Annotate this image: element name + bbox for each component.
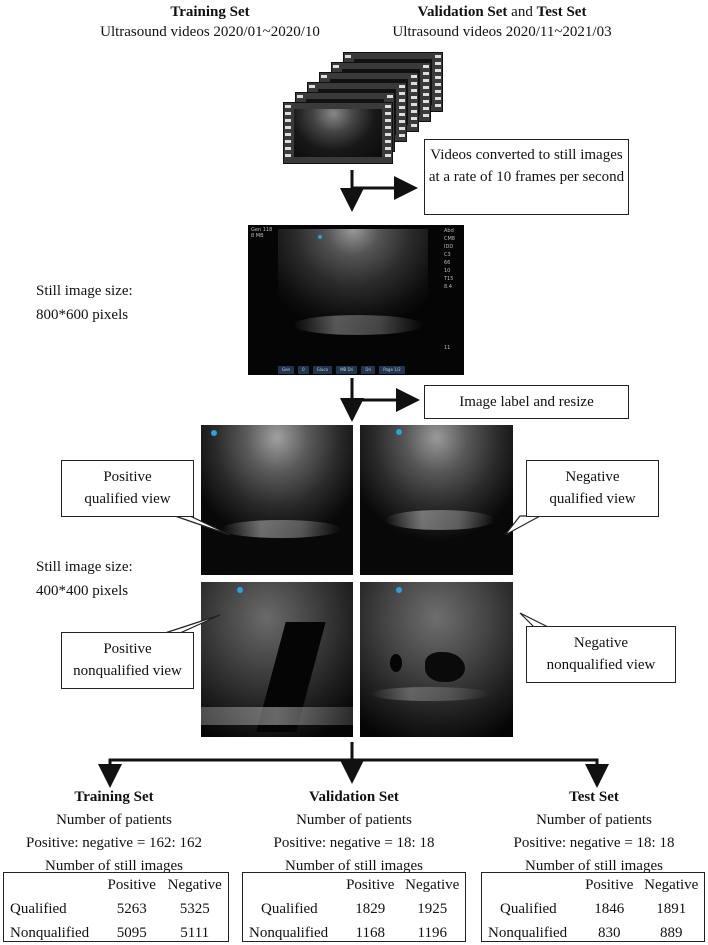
col-header-negative: Negative <box>405 876 460 893</box>
col-header-negative: Negative <box>167 876 222 893</box>
patient-ratio: Positive: negative = 18: 18 <box>513 835 675 851</box>
col-header-positive: Positive <box>585 876 634 893</box>
col-header-positive: Positive <box>107 876 156 893</box>
images-label: Number of still images <box>45 858 183 874</box>
marker-dot <box>211 430 217 436</box>
size-label-large: Still image size: 800*600 pixels <box>36 283 133 323</box>
label-step-box: Image label and resize <box>424 385 629 419</box>
size-label-small: Still image size: 400*400 pixels <box>36 559 133 599</box>
marker-dot <box>318 235 322 239</box>
image-positive-qualified <box>201 425 353 575</box>
pointer-pos-qualified <box>174 515 231 536</box>
image-negative-qualified <box>360 425 513 575</box>
valtest-header: Validation Set and Test Set Ultrasound v… <box>352 2 652 42</box>
ultrasound-image-800x600: Gen 118 8 MB Abd CM8 IDD C3 66 10 T15 8.… <box>248 225 464 375</box>
pointer-pos-nonqualified <box>164 614 221 634</box>
header-and: and <box>507 4 537 20</box>
patients-label: Number of patients <box>296 812 412 828</box>
training-header: Training Set Ultrasound videos 2020/01~2… <box>80 2 340 42</box>
patient-ratio: Positive: negative = 18: 18 <box>273 835 435 851</box>
convert-step-text: Videos converted to still images at a ra… <box>428 147 625 185</box>
overlay-right-panel: Abd CM8 IDD C3 66 10 T15 8.4 <box>444 228 455 290</box>
images-label: Number of still images <box>525 858 663 874</box>
patients-label: Number of patients <box>536 812 652 828</box>
marker-dot <box>237 587 243 593</box>
label-step-text: Image label and resize <box>459 394 594 410</box>
overlay-top-left: Gen 118 8 MB <box>251 227 273 239</box>
training-set-title: Training Set <box>74 789 154 805</box>
pointer-neg-qualified <box>504 515 541 536</box>
marker-dot <box>396 587 402 593</box>
marker-dot <box>396 429 402 435</box>
validation-set-title: Validation Set <box>309 789 399 805</box>
training-header-subtitle: Ultrasound videos 2020/01~2020/10 <box>100 24 320 40</box>
images-label: Number of still images <box>285 858 423 874</box>
test-header-title: Test Set <box>536 4 587 20</box>
video-frames-stack <box>283 52 443 164</box>
patient-ratio: Positive: negative = 162: 162 <box>26 835 202 851</box>
col-header-positive: Positive <box>346 876 395 893</box>
overlay-bottom-bar: Gen 0 Gluco MB Dri Dri Page 1/2 <box>278 366 405 374</box>
test-set-title: Test Set <box>569 789 619 805</box>
validation-header-title: Validation Set <box>417 4 508 20</box>
training-header-title: Training Set <box>170 4 250 20</box>
image-negative-nonqualified <box>360 582 513 737</box>
convert-step-box: Videos converted to still images at a ra… <box>424 139 629 215</box>
test-set-summary: Test Set Number of patients Positive: ne… <box>480 786 708 878</box>
validation-set-summary: Validation Set Number of patients Positi… <box>240 786 468 878</box>
overlay-depth: 11 <box>444 345 451 351</box>
col-header-negative: Negative <box>644 876 699 893</box>
video-frame-front <box>283 102 393 164</box>
training-set-summary: Training Set Number of patients Positive… <box>0 786 228 878</box>
patients-label: Number of patients <box>56 812 172 828</box>
image-positive-nonqualified <box>201 582 353 737</box>
valtest-header-subtitle: Ultrasound videos 2020/11~2021/03 <box>392 24 612 40</box>
